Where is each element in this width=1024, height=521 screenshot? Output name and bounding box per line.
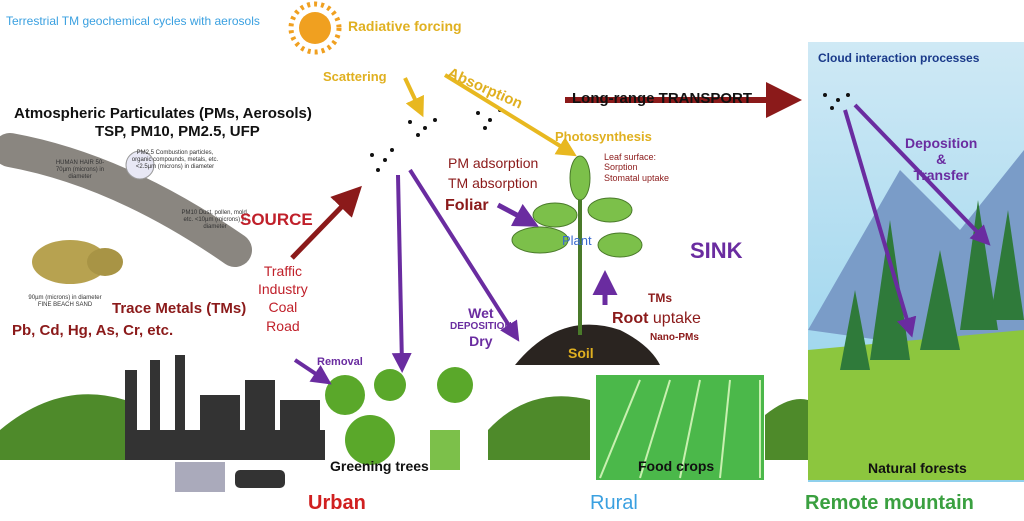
radiative-forcing-label: Radiative forcing	[348, 18, 462, 34]
plant-label: Plant	[562, 233, 592, 248]
tm-absorption-label: TM absorption	[448, 175, 538, 191]
removal-arrow	[293, 358, 332, 385]
root-word: Root	[612, 310, 649, 327]
pm25-label: PM2.5 Combustion particles, organic comp…	[131, 150, 219, 170]
nano-pms-label: Nano-PMs	[650, 332, 699, 343]
source-label: SOURCE	[240, 210, 313, 229]
leaf-note: Leaf surface:	[604, 152, 657, 162]
sand-label: 90µm (microns) in diameter FINE BEACH SA…	[28, 295, 102, 308]
human-hair-illustration	[0, 133, 252, 267]
leaf-note: Sorption	[604, 162, 638, 173]
particles	[370, 93, 850, 172]
plant-leaves	[511, 155, 643, 258]
foliar-label: Foliar	[445, 197, 489, 214]
zone-urban: Urban	[308, 492, 366, 514]
atmosphere-heading: Atmospheric Particulates (PMs, Aerosols)	[14, 105, 312, 122]
photosynthesis-label: Photosynthesis	[555, 129, 652, 144]
deposition-transfer-label: Deposition&Transfer	[905, 135, 977, 183]
sand-grain	[32, 240, 108, 284]
cloud-label: Cloud interaction processes	[818, 51, 980, 65]
industrial-city	[125, 355, 325, 460]
scattering-label: Scattering	[323, 69, 387, 84]
people-photo	[175, 462, 225, 492]
pm-adsorption-label: PM adsorption	[448, 155, 539, 171]
trace-metals-list: Pb, Cd, Hg, As, Cr, etc.	[12, 322, 174, 339]
dt-line: Deposition	[905, 135, 978, 151]
removal-label: Removal	[317, 356, 363, 368]
sun-icon	[288, 1, 342, 55]
scattering-arrow	[403, 77, 424, 118]
car	[235, 470, 285, 488]
foliar-arrow	[496, 202, 539, 227]
tms-label: TMs	[648, 291, 672, 305]
deposition-word: DEPOSITION	[450, 321, 512, 333]
source-item: Road	[266, 317, 300, 334]
particle-types: TSP, PM10, PM2.5, UFP	[95, 123, 260, 140]
leaf-note: Stomatal uptake	[604, 172, 670, 183]
greening-trees	[325, 367, 473, 470]
source-item: Coal	[268, 299, 298, 316]
source-item: Traffic	[263, 263, 302, 279]
dt-line: &	[936, 151, 947, 168]
source-arrow	[290, 185, 362, 260]
dry-label: Dry	[469, 332, 493, 349]
greening-trees-label: Greening trees	[330, 458, 429, 474]
trace-metals-heading: Trace Metals (TMs)	[112, 300, 247, 317]
natural-forests-label: Natural forests	[868, 460, 967, 476]
source-item: Industry	[258, 281, 308, 298]
zone-remote-mountain: Remote mountain	[805, 492, 974, 514]
food-crops-label: Food crops	[638, 458, 715, 474]
deposition-arrow-forest	[843, 109, 917, 338]
absorption-arrow	[443, 73, 577, 157]
uptake-word: uptake	[652, 310, 701, 327]
transport-label: Long-range TRANSPORT	[572, 90, 752, 107]
wet-label: Wet	[468, 305, 494, 321]
deposition-arrow-soil	[408, 168, 520, 342]
root-uptake-label: Root uptake	[612, 310, 701, 328]
transfer-arrow-forest	[853, 103, 991, 246]
dt-line: Transfer	[913, 167, 969, 184]
soil-label: Soil	[568, 345, 594, 361]
sink-label: SINK	[690, 238, 743, 263]
diagram-title: Terrestrial TM geochemical cycles with a…	[6, 14, 260, 28]
soil-mound	[515, 324, 660, 365]
zone-rural: Rural	[590, 492, 638, 514]
hair-label: HUMAN HAIR 50-70µm (microns) in diameter	[55, 160, 105, 180]
pm10-label: PM10 Dust, pollen, mold, etc. <10µm (mic…	[181, 210, 249, 230]
food-crops-field	[596, 375, 764, 480]
deposition-arrow-down	[391, 174, 412, 373]
